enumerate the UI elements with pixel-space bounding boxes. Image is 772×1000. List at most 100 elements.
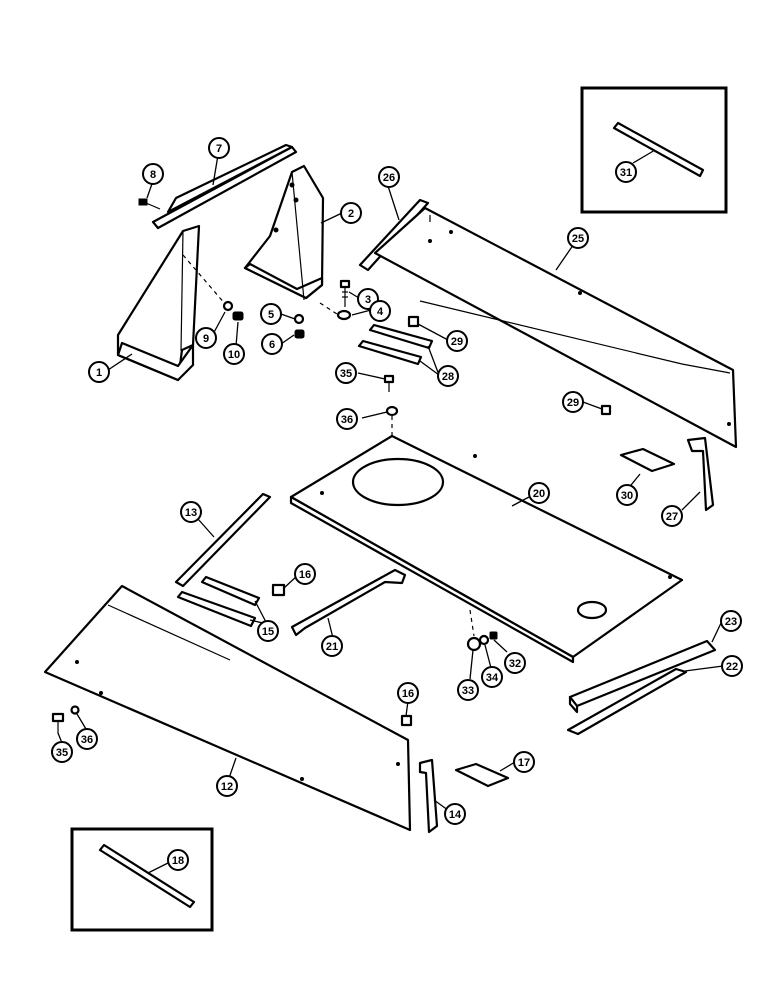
washer-9 xyxy=(222,300,234,312)
part-7-bar xyxy=(151,145,298,230)
block-16-lower xyxy=(400,714,413,727)
svg-text:3: 3 xyxy=(365,294,371,306)
part-7-flange xyxy=(166,143,294,214)
svg-text:17: 17 xyxy=(518,757,530,769)
callout-17: 17 xyxy=(513,751,535,773)
callout-27: 27 xyxy=(661,505,683,527)
svg-text:29: 29 xyxy=(567,397,579,409)
svg-text:15: 15 xyxy=(262,626,274,638)
part-14-bracket xyxy=(418,758,439,834)
svg-text:36: 36 xyxy=(81,734,93,746)
callout-7: 7 xyxy=(208,137,230,159)
callout-10: 10 xyxy=(223,343,245,365)
inset-box-top-right xyxy=(580,86,728,214)
svg-text:8: 8 xyxy=(150,169,156,181)
callout-36-upper: 36 xyxy=(336,408,358,430)
svg-text:30: 30 xyxy=(621,490,633,502)
block-16-upper xyxy=(271,583,286,597)
plate-large-hole xyxy=(351,457,445,507)
part-28-strip-lower xyxy=(357,339,423,366)
washer-36-lower xyxy=(70,705,80,715)
callout-8: 8 xyxy=(142,163,164,185)
callout-20: 20 xyxy=(528,482,550,504)
callout-29-upper: 29 xyxy=(446,330,468,352)
svg-text:34: 34 xyxy=(486,672,499,684)
svg-text:27: 27 xyxy=(666,511,678,523)
callout-4: 4 xyxy=(369,300,391,322)
washer-34 xyxy=(478,634,490,646)
callout-12: 12 xyxy=(216,775,238,797)
svg-text:13: 13 xyxy=(185,507,197,519)
bolt-3 xyxy=(339,279,351,307)
svg-text:29: 29 xyxy=(451,336,463,348)
svg-text:2: 2 xyxy=(348,208,354,220)
svg-text:4: 4 xyxy=(377,306,384,318)
block-29-lower xyxy=(600,404,612,416)
svg-text:36: 36 xyxy=(341,414,353,426)
callout-13: 13 xyxy=(180,501,202,523)
svg-text:22: 22 xyxy=(726,661,738,673)
part-12-panel xyxy=(43,584,412,832)
callout-9: 9 xyxy=(195,327,217,349)
callout-21: 21 xyxy=(321,635,343,657)
callout-22: 22 xyxy=(721,655,743,677)
part-23-beam-side xyxy=(568,695,579,714)
callout-32: 32 xyxy=(504,652,526,674)
part-2-bracket xyxy=(243,164,325,301)
callout-31: 31 xyxy=(615,161,637,183)
callout-18: 18 xyxy=(167,849,189,871)
callout-5: 5 xyxy=(260,303,282,325)
svg-text:16: 16 xyxy=(299,569,311,581)
washer-4 xyxy=(336,309,352,321)
callout-26: 26 xyxy=(378,166,400,188)
callout-35-upper: 35 xyxy=(335,362,357,384)
washer-5 xyxy=(293,313,305,325)
svg-text:21: 21 xyxy=(326,641,338,653)
callout-34: 34 xyxy=(481,666,503,688)
callout-16-upper: 16 xyxy=(294,563,316,585)
svg-text:20: 20 xyxy=(533,488,545,500)
part-21-bracket xyxy=(290,568,407,637)
svg-text:7: 7 xyxy=(216,143,222,155)
block-29-upper xyxy=(407,315,420,328)
callout-33: 33 xyxy=(457,679,479,701)
callout-36-lower: 36 xyxy=(76,728,98,750)
part-17-pad xyxy=(454,762,510,788)
callout-1: 1 xyxy=(88,361,110,383)
inset-box-bottom-left xyxy=(70,827,214,932)
part-27-bracket xyxy=(686,436,715,512)
bolt-35-upper xyxy=(383,374,395,392)
part-31-strip xyxy=(612,121,705,178)
nut-32 xyxy=(489,631,498,640)
svg-text:28: 28 xyxy=(442,371,454,383)
callout-30: 30 xyxy=(616,484,638,506)
part-15-strip-lower xyxy=(176,590,257,628)
svg-text:9: 9 xyxy=(203,333,209,345)
callout-14: 14 xyxy=(444,803,466,825)
svg-text:35: 35 xyxy=(340,368,352,380)
part-25-panel xyxy=(373,206,738,449)
callout-15: 15 xyxy=(257,620,279,642)
part-1-bracket xyxy=(116,224,227,382)
part-13-strip xyxy=(174,492,272,588)
svg-text:26: 26 xyxy=(383,172,395,184)
part-20-plate xyxy=(289,434,684,664)
bolt-8 xyxy=(138,198,161,210)
bolt-35-lower xyxy=(51,712,65,734)
callout-35-lower: 35 xyxy=(51,741,73,763)
svg-text:23: 23 xyxy=(725,616,737,628)
callout-2: 2 xyxy=(340,202,362,224)
svg-text:6: 6 xyxy=(269,339,275,351)
nut-10 xyxy=(232,311,244,321)
svg-text:35: 35 xyxy=(56,747,68,759)
washer-33 xyxy=(466,636,482,652)
plate-small-hole xyxy=(576,600,608,620)
svg-text:33: 33 xyxy=(462,685,474,697)
callout-29-lower: 29 xyxy=(562,391,584,413)
part-15-strip-upper xyxy=(200,575,261,607)
part-28-strip-upper xyxy=(368,323,434,350)
svg-text:1: 1 xyxy=(96,367,102,379)
svg-text:10: 10 xyxy=(228,349,240,361)
svg-text:31: 31 xyxy=(620,167,632,179)
